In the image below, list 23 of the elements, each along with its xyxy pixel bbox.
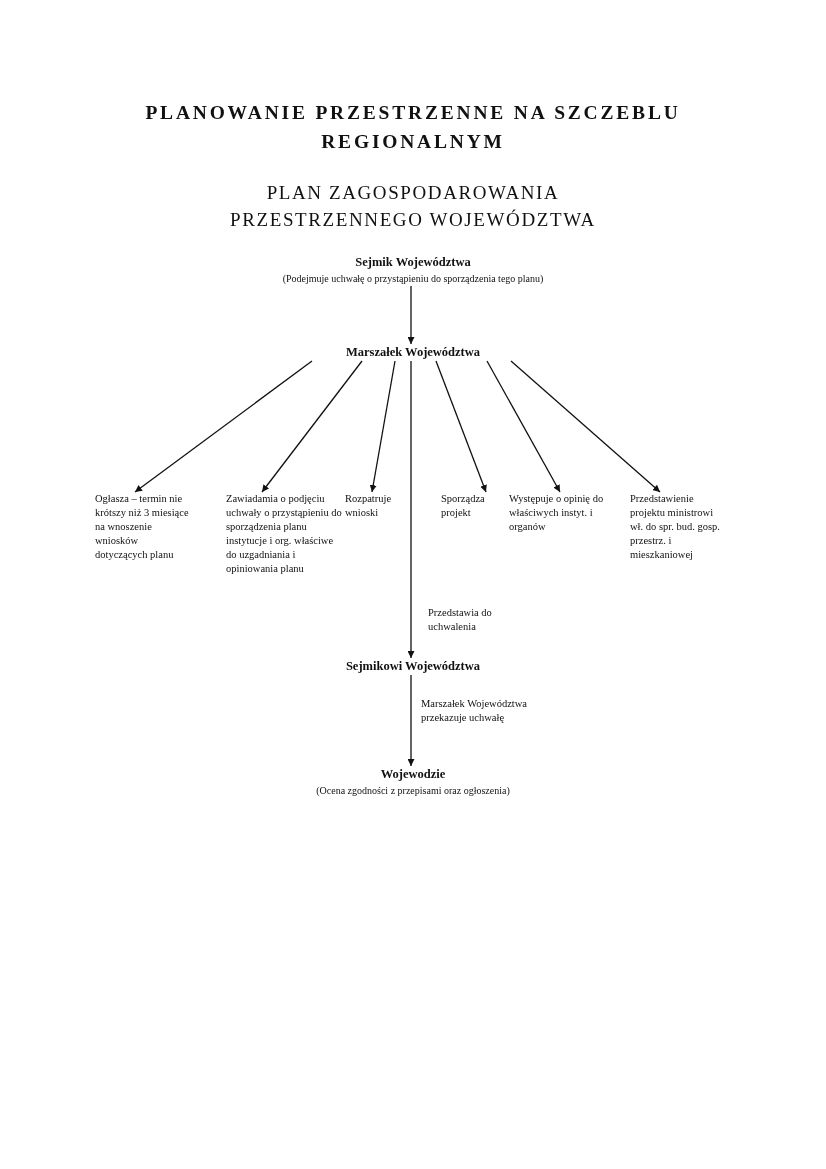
step-text: Występuje o opinię do właściwych instyt. i organów <box>509 492 605 534</box>
arrow <box>407 674 415 767</box>
diagram-subtitle: PLAN ZAGOSPODAROWANIA PRZESTRZENNEGO WOJEWÓDZTWA <box>229 181 597 232</box>
arrow <box>369 360 396 493</box>
step-text: Zawiadamia o podjęciu uchwały o przystąpieniu do sporządzenia planu instytucje i org. właściwe do uzgadniania i opiniowania planu <box>226 492 342 576</box>
organ-name: Marszałek Województwa <box>333 344 493 361</box>
arrow <box>407 360 415 659</box>
organ-name: Sejmikowi Województwa <box>318 658 508 675</box>
arrow <box>261 360 363 493</box>
arrow <box>510 360 661 493</box>
page-title: PLANOWANIE PRZESTRZENNE NA SZCZEBLU REGIONALNYM <box>144 101 682 154</box>
organ-name: Wojewodzie <box>379 766 447 783</box>
arrow <box>435 360 487 493</box>
arrow <box>407 285 415 345</box>
arrow <box>134 360 313 493</box>
step-text: Rozpatruje wnioski <box>345 492 397 520</box>
organ-name: Sejmik Województwa <box>354 254 472 271</box>
step-text: Ogłasza – termin nie krótszy niż 3 miesiące na wnoszenie wniosków dotyczących planu <box>95 492 193 562</box>
arrow <box>486 360 561 493</box>
organ-note: (Podejmuje uchwałę o przystąpieniu do sporządzenia tego planu) <box>281 272 545 286</box>
step-text: Przedstawienie projektu ministrowi wł. do spr. bud. gosp. przestrz. i mieszkaniowej <box>630 492 724 562</box>
step-text: Sporządza projekt <box>441 492 497 520</box>
organ-note: (Ocena zgodności z przepisami oraz ogłoszenia) <box>315 784 511 798</box>
